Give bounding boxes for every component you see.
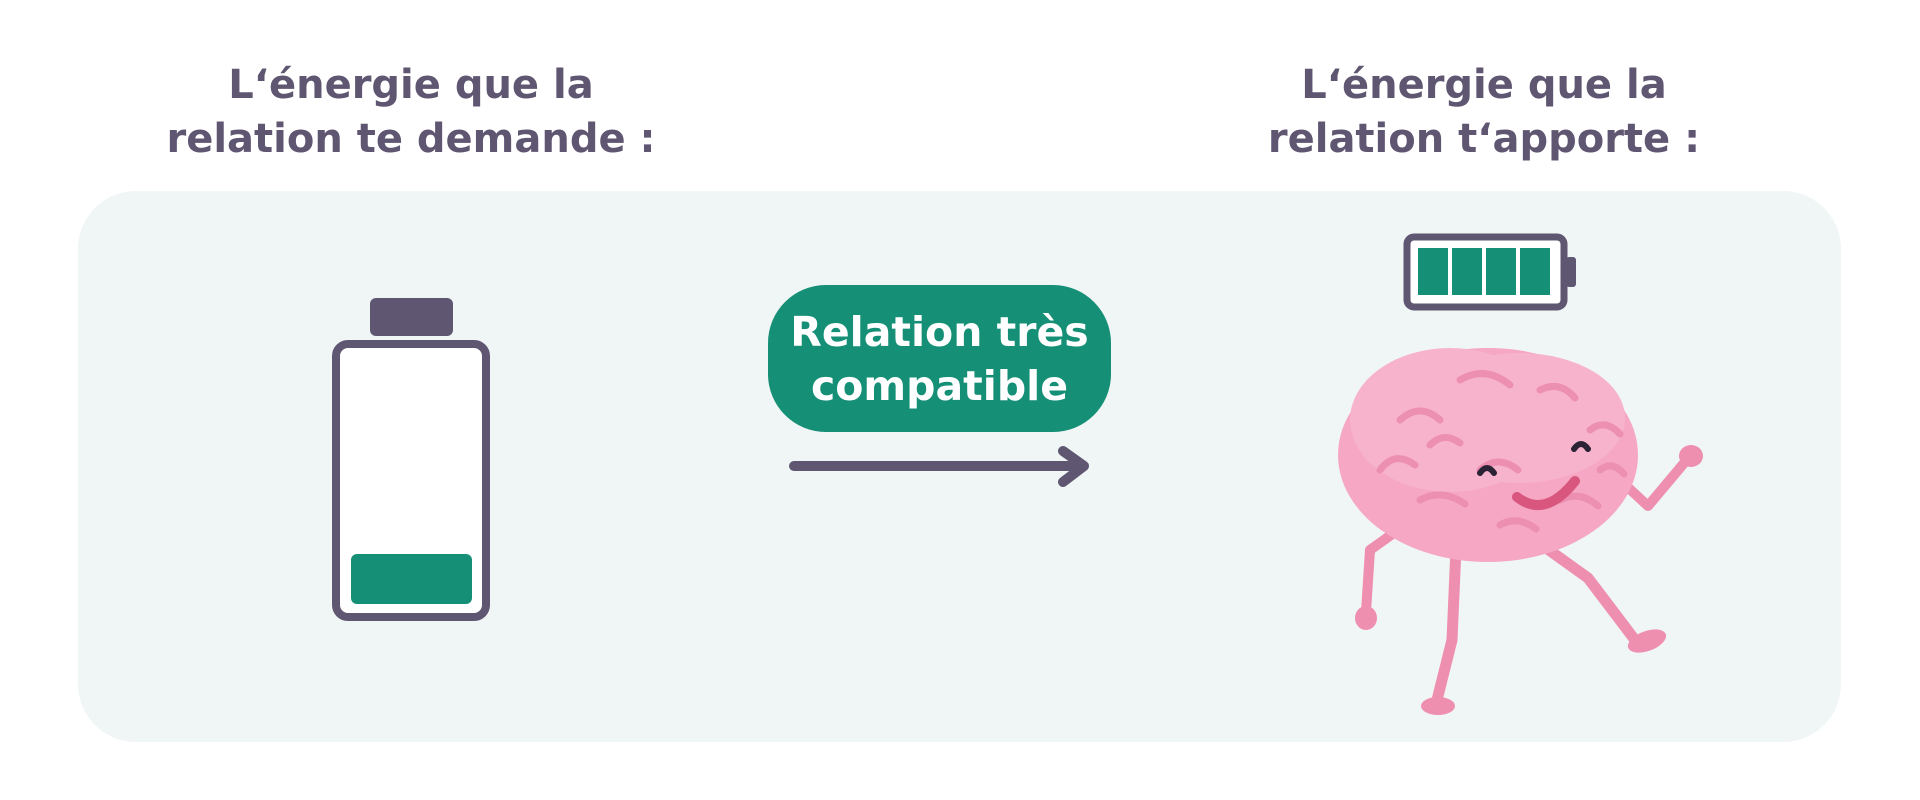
- heading-left-line-2: relation te demande :: [166, 116, 656, 162]
- badge-line-1: Relation très: [790, 307, 1089, 356]
- illustration-panel: [78, 191, 1841, 742]
- heading-energy-demanded: L‘énergie que la relation te demande :: [101, 58, 721, 166]
- heading-left-line-1: L‘énergie que la: [228, 62, 594, 108]
- heading-energy-provided: L‘énergie que la relation t‘apporte :: [1174, 58, 1794, 166]
- heading-right-line-2: relation t‘apporte :: [1267, 116, 1701, 162]
- badge-line-2: compatible: [810, 361, 1069, 410]
- heading-right-line-1: L‘énergie que la: [1301, 62, 1667, 108]
- compatibility-badge: Relation très compatible: [768, 285, 1111, 432]
